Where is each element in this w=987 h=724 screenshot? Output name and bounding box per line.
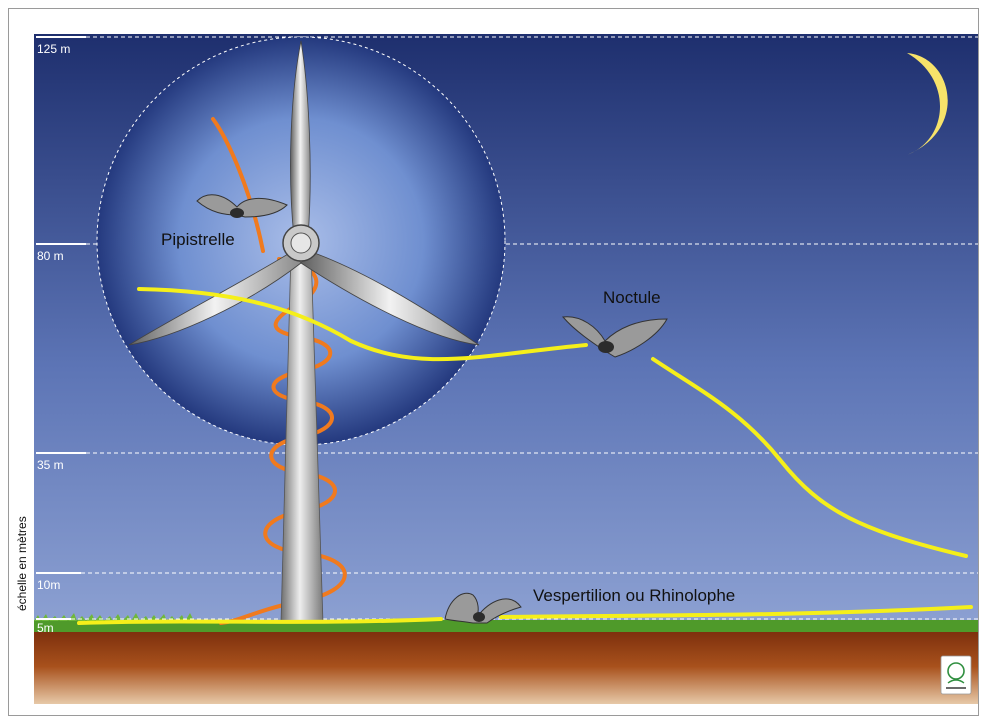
noctule-flight-path [137, 287, 588, 362]
altitude-ticks [36, 36, 86, 620]
pipistrelle-spiral-path [211, 117, 347, 625]
turbine-blade-top [290, 40, 311, 238]
wind-turbine-bat-diagram: 125 m 80 m 35 m 10m 5m échelle en mètres [15, 34, 978, 704]
organization-logo-icon [940, 655, 972, 695]
altitude-label-5: 5m [37, 621, 54, 635]
noctule-descent-path [651, 357, 968, 558]
axis-title: échelle en mètres [15, 516, 29, 611]
noctule-label: Noctule [603, 288, 661, 307]
altitude-label-125: 125 m [37, 42, 70, 56]
crescent-moon-icon [907, 53, 948, 155]
pipistrelle-label: Pipistrelle [161, 230, 235, 249]
vespertilion-bat-icon [444, 592, 522, 624]
turbine-blades [128, 40, 480, 346]
ground-soil [34, 629, 978, 704]
turbine-hub-inner [290, 232, 312, 254]
altitude-label-35: 35 m [37, 458, 64, 472]
vespertilion-flight-path [77, 605, 973, 625]
turbine-blade-left [128, 250, 302, 346]
vespertilion-label: Vespertilion ou Rhinolophe [533, 586, 735, 605]
altitude-label-10: 10m [37, 578, 60, 592]
pipistrelle-bat-icon [196, 194, 288, 218]
turbine-blade-right [300, 250, 480, 346]
diagram-frame: 125 m 80 m 35 m 10m 5m échelle en mètres [8, 8, 979, 716]
altitude-label-80: 80 m [37, 249, 64, 263]
noctule-bat-icon [562, 316, 668, 358]
